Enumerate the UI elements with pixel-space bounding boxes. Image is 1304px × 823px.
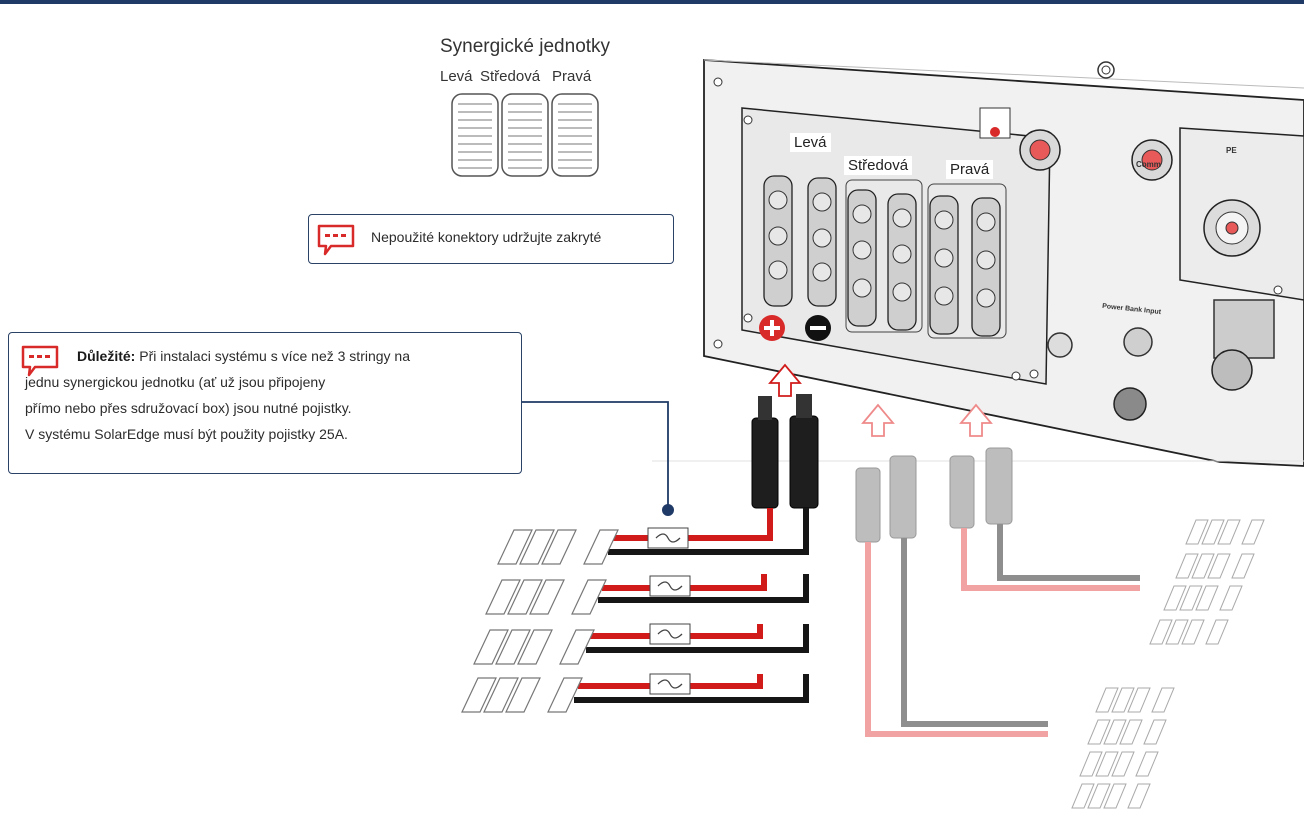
note-important-line-2: jednu synergickou jednotku (ať už jsou p…	[25, 374, 326, 390]
arrow-up-icon-center	[861, 403, 895, 437]
note-important-line-4: V systému SolarEdge musí být použity poj…	[25, 426, 348, 442]
note-important-line-1: Důležité: Při instalaci systému s více n…	[77, 348, 411, 364]
note-unused-text: Nepoužité konektory udržujte zakryté	[371, 229, 602, 245]
speech-bubble-icon	[21, 345, 59, 377]
active-wires	[574, 508, 809, 703]
top-border	[0, 0, 1304, 4]
arrow-up-icon-right	[959, 403, 993, 437]
note-important-label: Důležité:	[77, 348, 136, 364]
arrow-up-icon-left	[768, 363, 802, 397]
callout-leader-line	[522, 401, 669, 508]
plug-pair-faded-center	[855, 455, 917, 543]
socket-rings	[768, 190, 996, 308]
fuse-icons	[647, 527, 691, 695]
pv-strings-right-top	[1149, 519, 1265, 645]
callout-unused-connectors: Nepoužité konektory udržujte zakryté	[308, 214, 674, 264]
plug-pair-faded-right	[949, 447, 1013, 529]
unit-name-center: Středová	[480, 68, 541, 85]
note-important-line-3: přímo nebo přes sdružovací box) jsou nut…	[25, 400, 352, 416]
connector-label-right: Pravá	[946, 160, 994, 179]
callout-important: Důležité: Při instalaci systému s více n…	[8, 332, 522, 474]
pe-label: PE	[1226, 146, 1237, 155]
speech-bubble-icon	[317, 224, 355, 256]
connector-label-left: Levá	[790, 133, 831, 152]
unit-cabinet-right	[551, 93, 599, 177]
unit-name-right: Pravá	[552, 68, 592, 85]
minus-icon	[805, 315, 831, 341]
inverter-device	[703, 59, 1304, 467]
faded-wires	[865, 524, 1140, 737]
plus-icon	[759, 315, 785, 341]
unit-cabinet-left	[451, 93, 499, 177]
connector-label-center: Středová	[844, 156, 913, 175]
pv-strings-right-bottom	[1071, 687, 1175, 809]
unit-name-left: Levá	[440, 68, 473, 85]
callout-leader-dot	[662, 504, 674, 516]
units-title: Synergické jednotky	[440, 36, 611, 57]
plug-pair-active	[751, 394, 819, 509]
unit-cabinet-center	[501, 93, 549, 177]
comm-label: Comm	[1136, 160, 1161, 169]
pv-strings-left	[461, 529, 619, 713]
